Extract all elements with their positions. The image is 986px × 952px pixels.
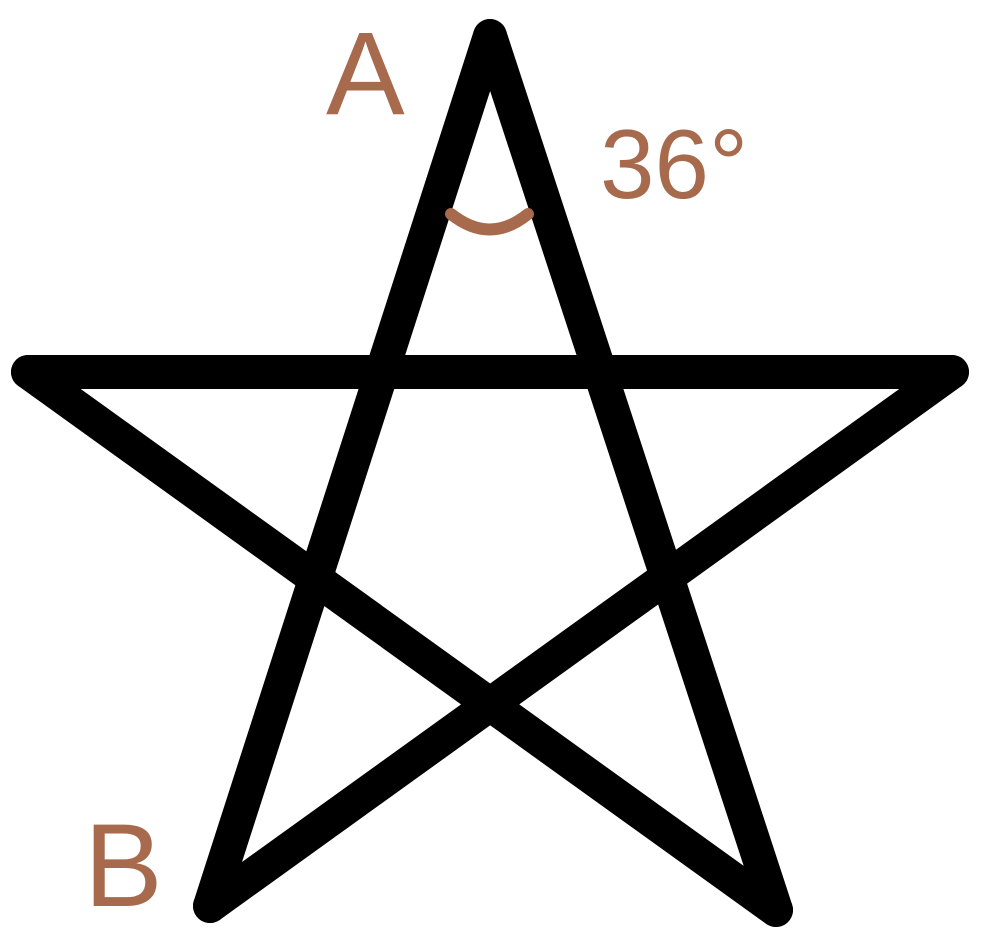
- vertex-label-b: B: [84, 800, 163, 932]
- star-edge-apex-to-bottom-left: [193, 19, 507, 923]
- pentagram-star: [11, 19, 969, 927]
- vertex-label-a: A: [326, 8, 405, 140]
- angle-label: 36°: [600, 109, 748, 219]
- star-edge-left-to-bottom-right: [11, 355, 793, 927]
- angle-arc-marker: [445, 208, 534, 236]
- star-edge-bottom-left-to-right: [193, 355, 969, 923]
- star-edge-bottom-right-to-apex: [473, 19, 793, 927]
